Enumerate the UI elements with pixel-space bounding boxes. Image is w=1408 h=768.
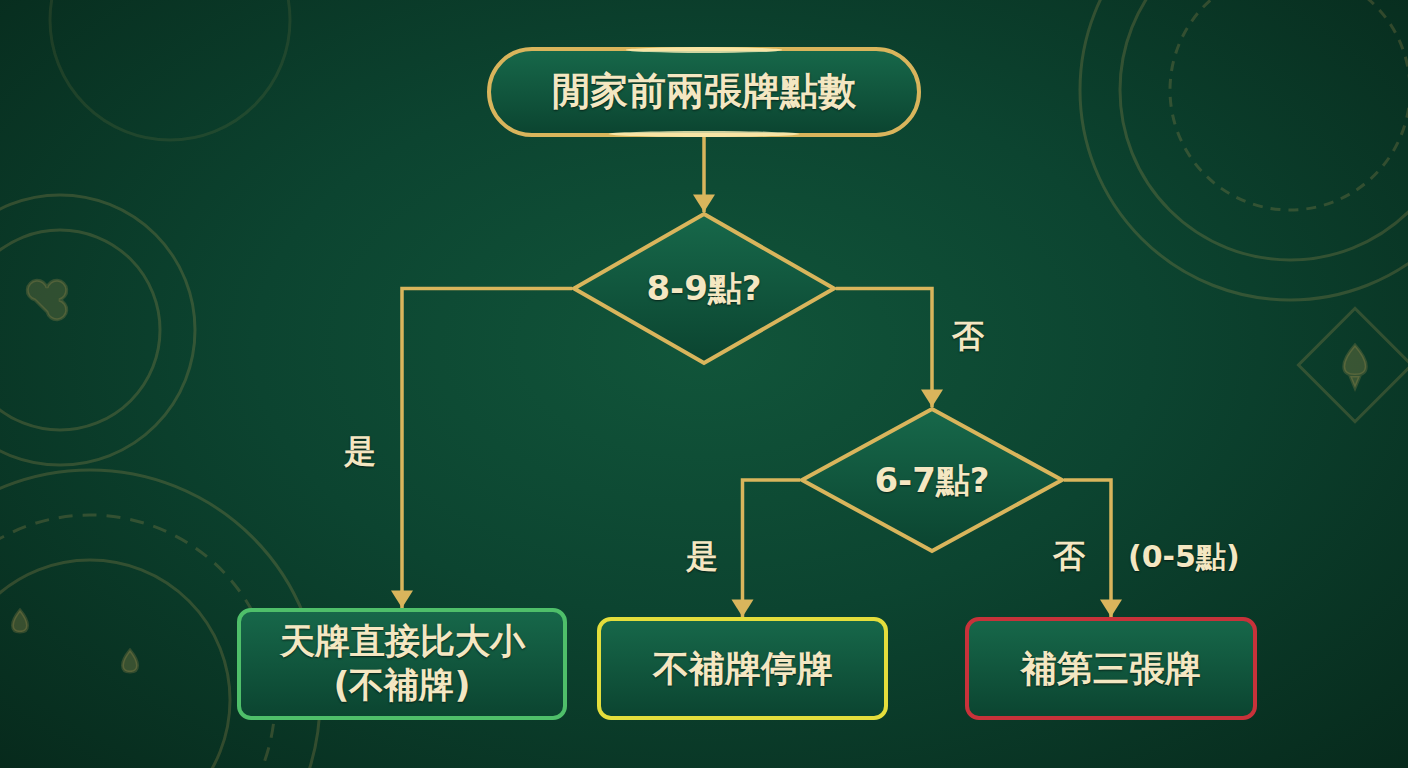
node-text: 閒家前兩張牌點數 [552,68,856,116]
flow-arrow [391,289,572,609]
node-text: 8-9點? [646,267,761,310]
decision-diamond: 8-9點? [572,212,836,365]
result-box: 天牌直接比大小 (不補牌) [237,608,567,720]
node-text: 6-7點? [874,459,989,502]
decision-diamond: 6-7點? [800,407,1064,553]
edge-label: 是 [686,535,718,579]
node-text: 天牌直接比大小 (不補牌) [257,620,547,708]
result-box: 補第三張牌 [965,617,1257,720]
range-note: (0-5點) [1128,537,1240,578]
edge-label: 否 [1053,535,1085,579]
node-text: 補第三張牌 [1021,646,1201,691]
flow-arrow [732,480,801,617]
edge-label: 是 [344,430,376,474]
result-box: 不補牌停牌 [597,617,888,720]
start-terminal: 閒家前兩張牌點數 [487,47,921,137]
edge-label: 否 [952,315,984,359]
flow-arrow [836,289,943,408]
flow-arrow [693,137,715,212]
node-text: 不補牌停牌 [653,646,833,691]
